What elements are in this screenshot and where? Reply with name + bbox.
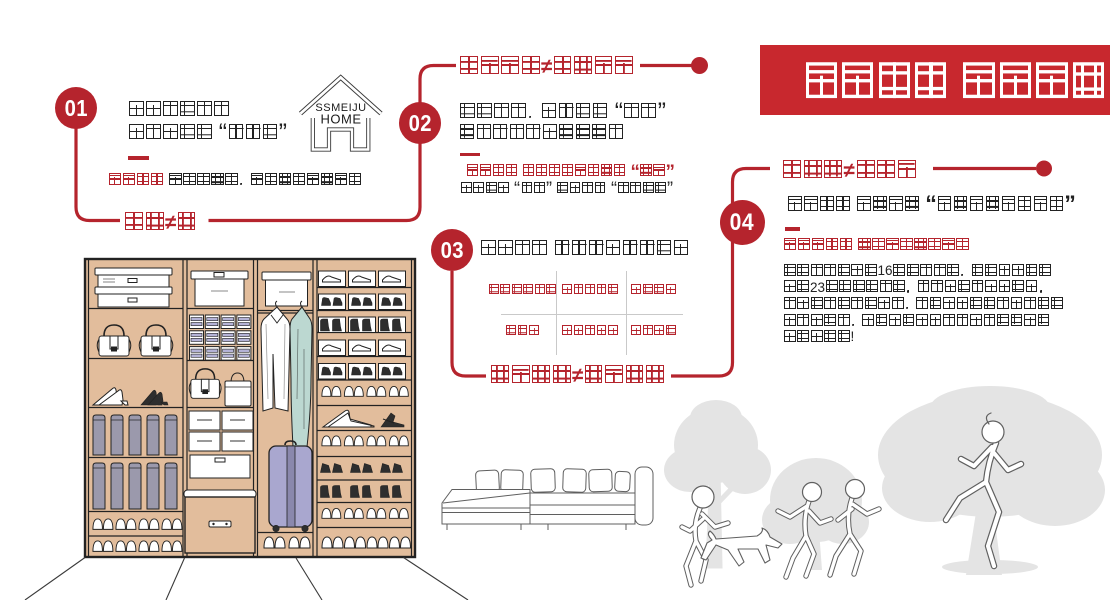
svg-text:SSMEIJU: SSMEIJU [315,102,366,114]
svg-text:HOME: HOME [321,112,362,127]
